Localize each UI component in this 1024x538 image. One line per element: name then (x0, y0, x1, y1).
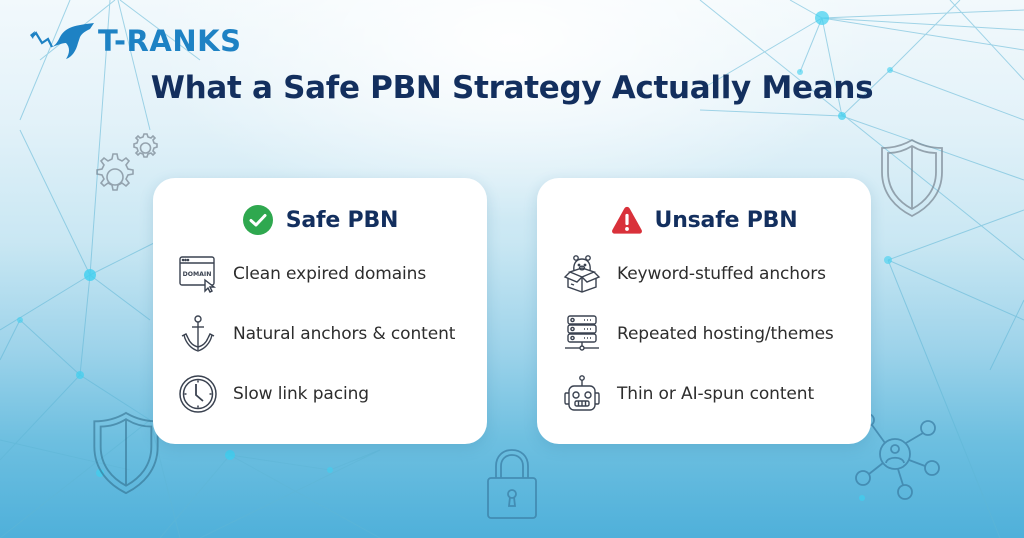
domain-browser-cursor-icon: DOMAIN (177, 253, 219, 295)
robot-icon (561, 373, 603, 415)
item-list: DOMAIN Clean expired domains Nat (177, 254, 477, 434)
safe-pbn-card: Safe PBN DOMAIN Clean expired domains (153, 178, 487, 444)
shield-icon (881, 138, 943, 218)
anchor-icon (177, 313, 219, 355)
gears-icon (96, 133, 158, 191)
server-rack-icon (561, 313, 603, 355)
clock-icon (177, 373, 219, 415)
warning-triangle-icon (611, 204, 643, 236)
list-item: Slow link pacing (177, 374, 477, 414)
unsafe-pbn-card: Unsafe PBN Keyword-stuffed anch (537, 178, 871, 444)
list-item: DOMAIN Clean expired domains (177, 254, 477, 294)
card-heading: Unsafe PBN (537, 202, 871, 238)
item-text: Clean expired domains (233, 264, 427, 284)
card-heading-text: Unsafe PBN (654, 207, 798, 233)
brand-name: T-RANKS (98, 23, 242, 58)
item-text: Repeated hosting/themes (617, 324, 834, 344)
check-circle-icon (242, 204, 274, 236)
shark-trend-arrow-icon (30, 23, 94, 59)
list-item: Natural anchors & content (177, 314, 477, 354)
card-heading-text: Safe PBN (285, 207, 399, 233)
list-item: Thin or AI-spun content (561, 374, 861, 414)
item-text: Natural anchors & content (233, 324, 456, 344)
bear-in-box-icon (561, 253, 603, 295)
item-text: Keyword-stuffed anchors (617, 264, 826, 284)
brand-logo[interactable]: T-RANKS (30, 20, 241, 62)
svg-text:DOMAIN: DOMAIN (183, 271, 212, 278)
padlock-icon (487, 449, 537, 519)
list-item: Repeated hosting/themes (561, 314, 861, 354)
item-text: Slow link pacing (233, 384, 369, 404)
shield-icon (93, 411, 159, 495)
item-text: Thin or AI-spun content (617, 384, 815, 404)
card-heading: Safe PBN (153, 202, 487, 238)
page-title: What a Safe PBN Strategy Actually Means (150, 70, 874, 106)
item-list: Keyword-stuffed anchors Repeated hosting… (561, 254, 861, 434)
user-network-icon (855, 413, 940, 500)
list-item: Keyword-stuffed anchors (561, 254, 861, 294)
